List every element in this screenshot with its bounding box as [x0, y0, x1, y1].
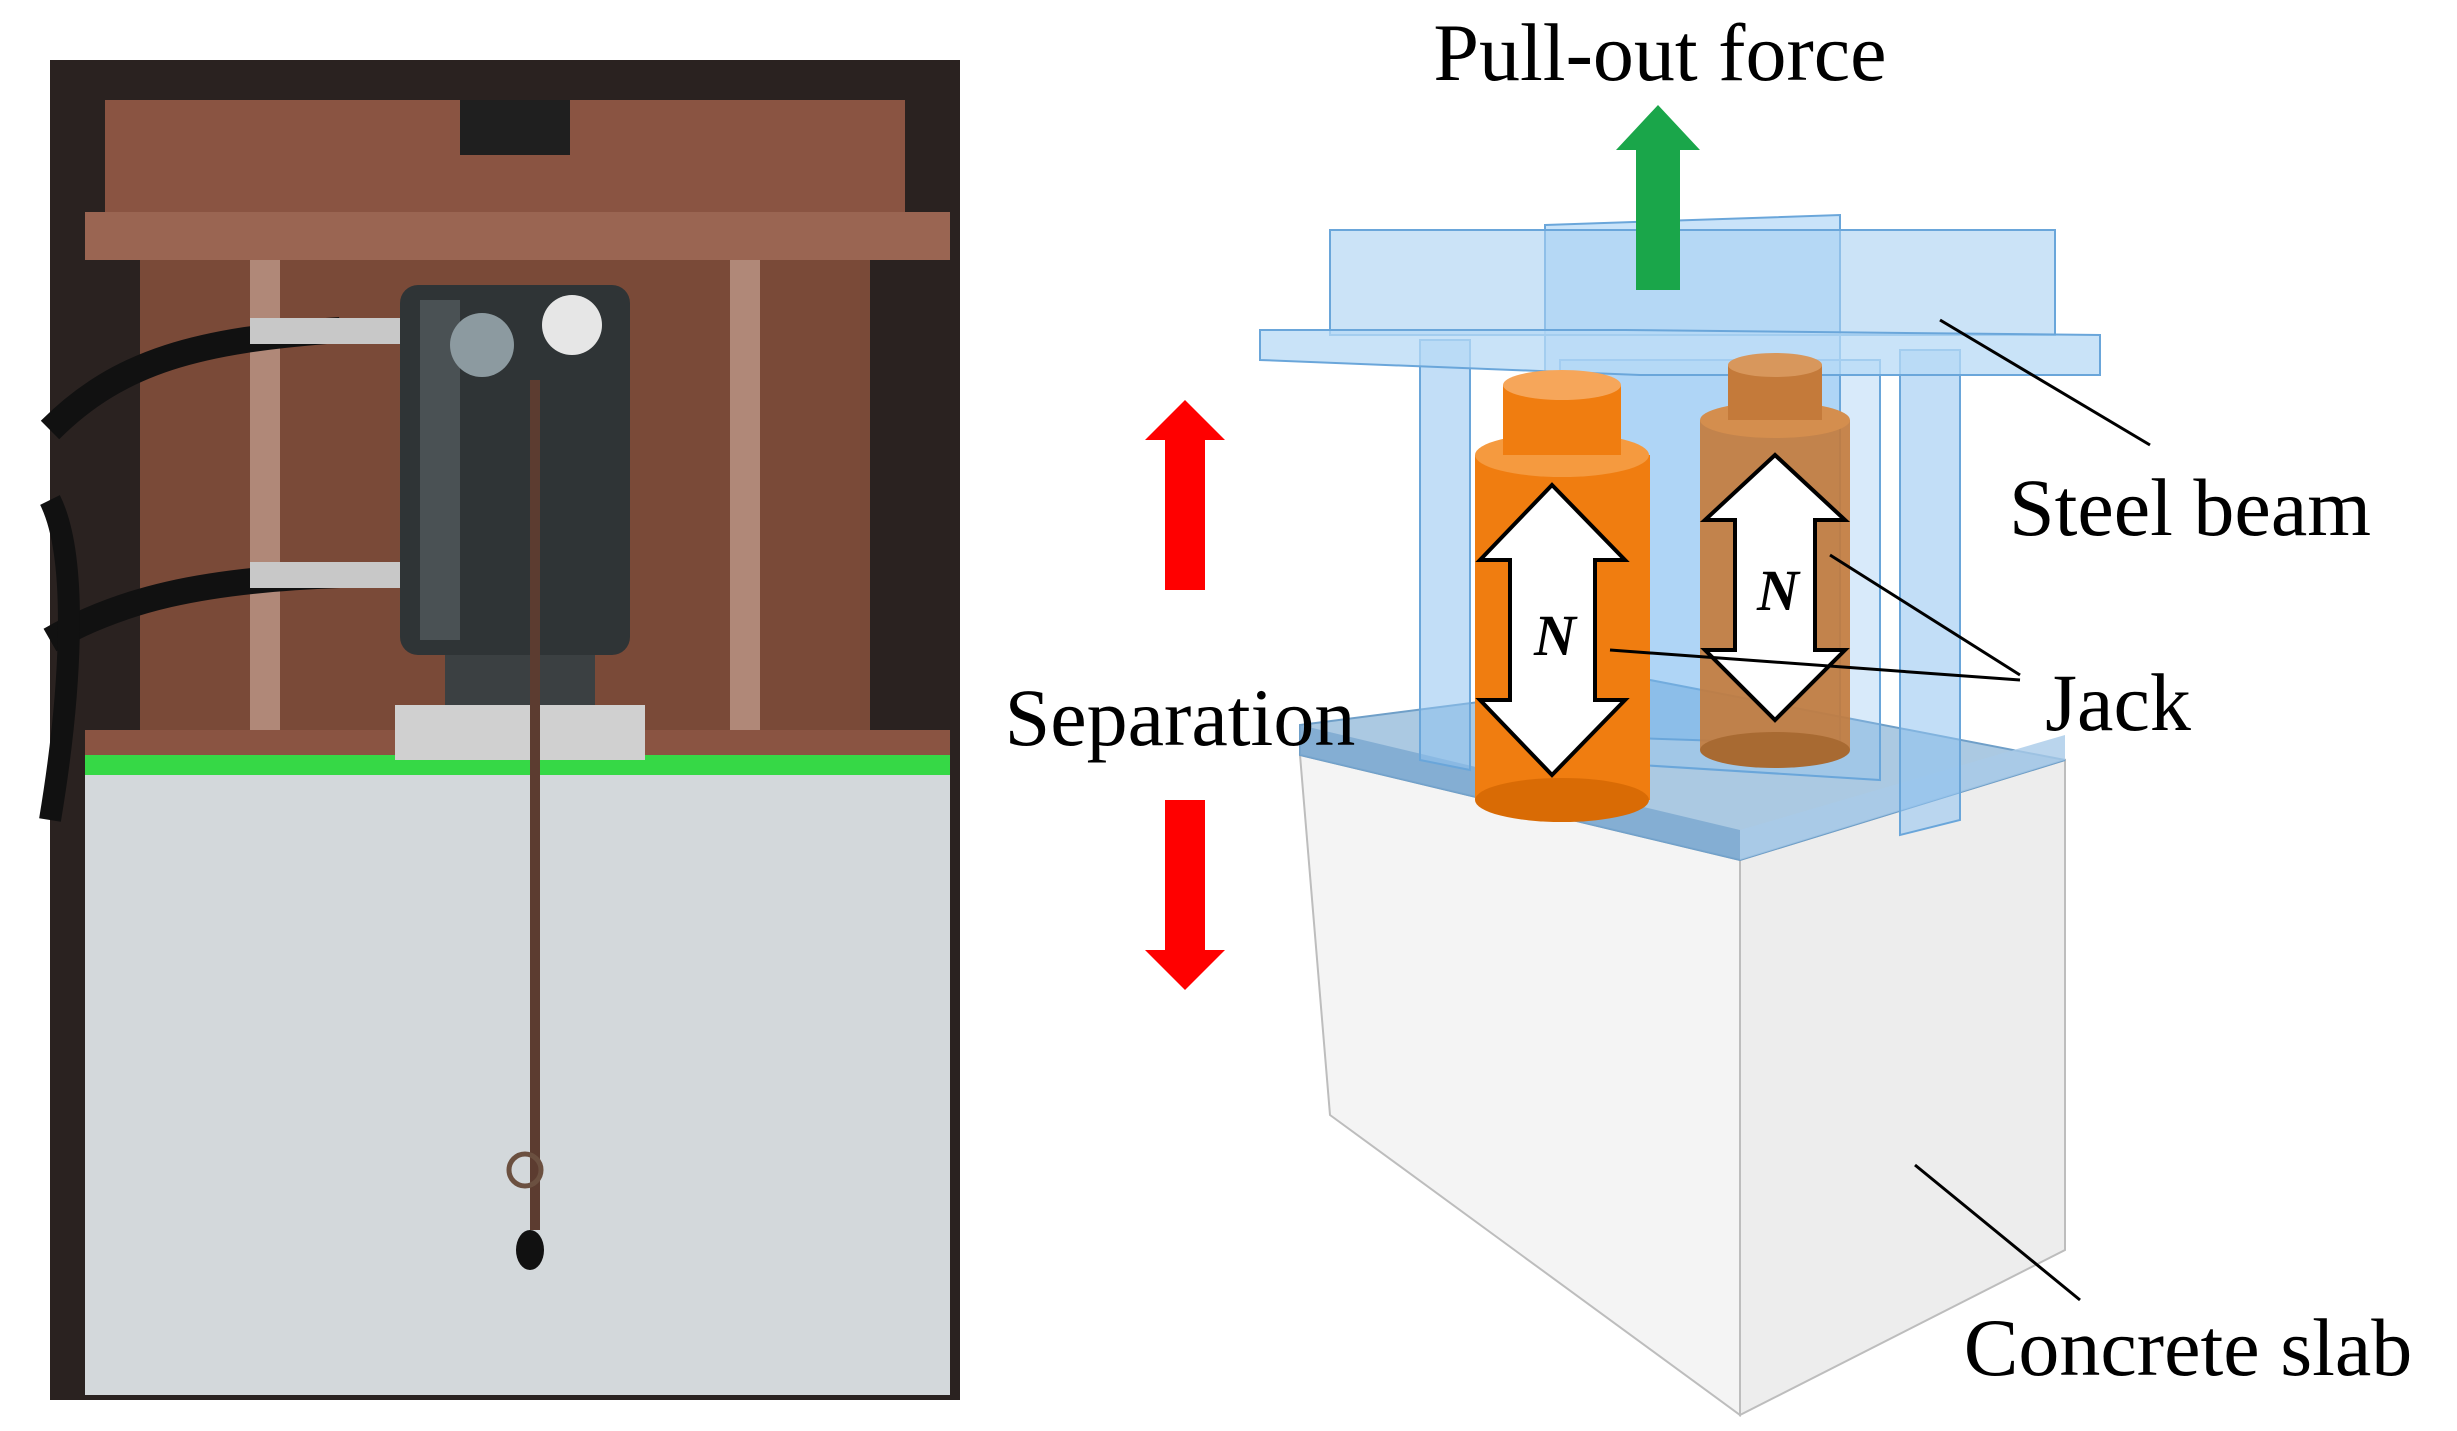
concrete-slab: [1298, 753, 2066, 1417]
photo-sensor-box: [460, 100, 570, 155]
jack-right-force-arrow: [1699, 452, 1851, 723]
beam-top-block: [1329, 229, 2056, 336]
photo-hose-side: [39, 495, 80, 822]
jack-right-piston-top: [1728, 353, 1822, 377]
concrete-slab-leader: [1914, 1163, 2081, 1302]
photo-fitting-lower: [250, 562, 400, 588]
photo-rod-ring: [506, 1151, 544, 1189]
concrete-slab-front-face: [1298, 753, 1741, 1417]
photo-beam-top-flange: [85, 212, 950, 260]
steel-beam-label: Steel beam: [2009, 462, 2371, 553]
jack-left-leader: [1609, 648, 2021, 682]
jack-right-leader: [1829, 553, 2021, 677]
photo-green-strip: [85, 755, 950, 775]
concrete-slab-label: Concrete slab: [1964, 1302, 2413, 1393]
separation-arrow-up: [1145, 400, 1225, 590]
beam-top-flange: [1259, 329, 2101, 376]
jack-right-force-label: N: [1756, 558, 1801, 623]
photo-fitting-upper: [250, 318, 400, 344]
separation-arrow-down: [1145, 800, 1225, 990]
photo-dial-gauge: [542, 295, 602, 355]
pull-out-force-label: Pull-out force: [1433, 7, 1886, 98]
photo-stiffener-right: [730, 260, 760, 730]
test-setup-photo: [39, 60, 960, 1400]
separation-label: Separation: [1005, 672, 1356, 763]
photo-concrete-highlight: [85, 775, 950, 1395]
jack-left-piston-top: [1503, 370, 1621, 400]
beam-web-right: [1899, 349, 1961, 837]
photo-rod-tip: [516, 1230, 544, 1270]
photo-base-plate: [395, 705, 645, 760]
pull-out-force-arrow: [1616, 105, 1700, 290]
jack-left-bottom: [1475, 778, 1649, 822]
jack-right-bottom: [1700, 732, 1850, 768]
beam-web-left: [1419, 339, 1471, 772]
jack-left-force-label: N: [1533, 603, 1578, 668]
steel-beam-leader: [1939, 318, 2151, 447]
schematic-diagram: N N Pull-out force Steel beam Jack Separ…: [1005, 7, 2413, 1417]
photo-digital-gauge: [450, 313, 514, 377]
jack-left-force-arrow: [1475, 482, 1630, 778]
jack-label: Jack: [2045, 657, 2191, 748]
